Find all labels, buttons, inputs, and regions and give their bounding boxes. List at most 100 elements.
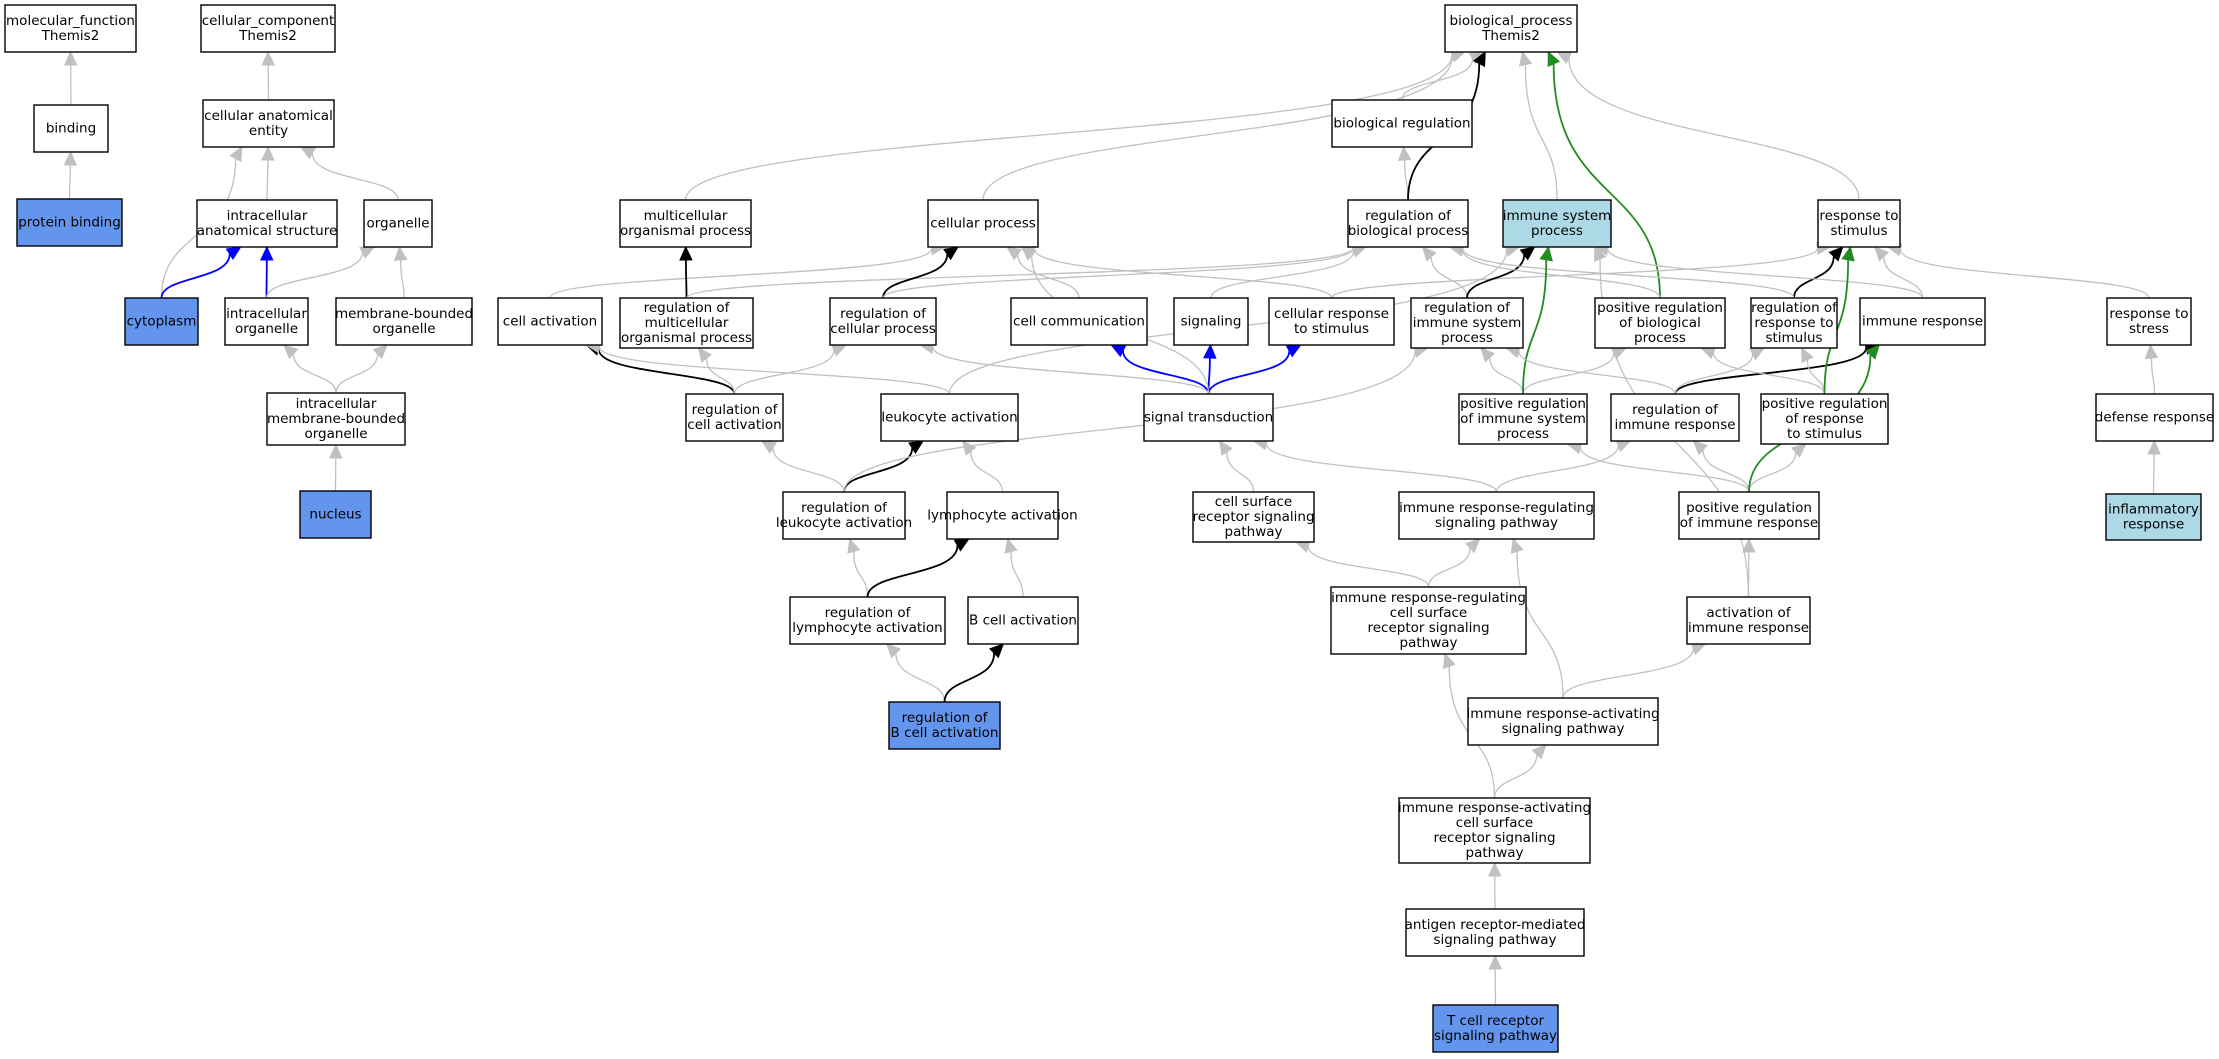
arrowhead-bca-to-lymph (1004, 537, 1018, 554)
node-label-roca-line-1: cell activation (687, 417, 781, 433)
arrowhead-rorts-to-rts (1828, 246, 1844, 262)
node-signaling[interactable]: signaling (1173, 297, 1249, 346)
arrowhead-prir-to-roir (1692, 440, 1709, 456)
node-label-prir-line-1: of immune response (1680, 515, 1818, 531)
node-binding[interactable]: binding (33, 104, 109, 153)
edge-romop-to-robp (685, 247, 1354, 299)
node-bioreg[interactable]: biological regulation (1331, 99, 1473, 148)
node-label-prbp-line-2: process (1634, 330, 1686, 346)
edge-roir-to-roisp (1518, 351, 1676, 395)
node-label-prbp-line-0: positive regulation (1597, 300, 1723, 316)
node-ir[interactable]: immune response (1859, 297, 1986, 346)
node-label-romop-line-1: multicellular (645, 315, 729, 331)
edge-robca-to-rolyma (895, 653, 946, 703)
edge-io-to-organelle (265, 252, 364, 299)
arrowhead-dr-to-rtstress (2144, 343, 2159, 360)
node-box-bca (967, 596, 1079, 645)
arrowhead-roca-to-romop (697, 347, 713, 363)
node-robca[interactable]: regulation ofB cell activation (888, 701, 1001, 750)
arrowhead-prrts-to-rorts (1801, 346, 1814, 364)
node-label-irrsp-line-1: signaling pathway (1435, 515, 1558, 531)
node-ca[interactable]: cell activation (497, 297, 603, 346)
node-label-aoir-line-1: immune response (1688, 620, 1809, 636)
node-box-rolyma (789, 596, 946, 645)
edge-rorts-to-robp (1462, 248, 1795, 299)
node-label-bca-line-0: B cell activation (969, 613, 1077, 629)
edge-ir-to-isp (1607, 248, 1924, 299)
node-lymph[interactable]: lymphocyte activation (927, 491, 1078, 540)
node-label-irasp-line-1: signaling pathway (1501, 721, 1624, 737)
node-label-imbo-line-1: membrane-bounded (267, 411, 405, 427)
node-la[interactable]: leukocyte activation (880, 393, 1019, 442)
node-label-prir-line-0: positive regulation (1686, 500, 1812, 516)
node-cc2[interactable]: cell communication (1010, 297, 1148, 346)
node-box-irrsp (1398, 491, 1595, 540)
edge-prir-to-prrts (1748, 452, 1797, 493)
node-label-mf-line-0: molecular_function (6, 13, 135, 29)
node-dr[interactable]: defense response (2095, 393, 2214, 442)
edge-organelle-to-cae (311, 153, 399, 201)
arrowhead-prisp-to-roisp (1480, 347, 1496, 363)
node-box-romop (619, 297, 754, 349)
node-label-rola-line-1: leukocyte activation (776, 515, 912, 531)
edge-irrcs-to-csrsp (1307, 546, 1430, 588)
arrowhead-iracs-to-irasp (1531, 744, 1547, 760)
node-label-csrsp-line-1: receptor signaling (1192, 509, 1314, 525)
node-nucleus[interactable]: nucleus (299, 490, 372, 539)
node-label-bioreg-line-0: biological regulation (1333, 116, 1470, 132)
node-label-roisp-line-0: regulation of (1424, 300, 1511, 316)
arrowhead-irasp-to-irrsp (1510, 537, 1524, 554)
node-bca[interactable]: B cell activation (967, 596, 1079, 645)
edge-imbo-to-mbo (335, 353, 379, 394)
node-label-rorts-line-1: response to (1754, 315, 1833, 331)
edge-cc2-to-cp (1016, 254, 1080, 299)
arrowhead-roisp-to-isp (1519, 246, 1536, 261)
arrowhead-prisp-to-isp (1539, 245, 1553, 262)
node-st[interactable]: signal transduction (1143, 393, 1274, 442)
edge-prrts-to-prbp (1712, 352, 1826, 395)
edge-prisp-to-prbp (1522, 353, 1615, 395)
node-label-imbo-line-2: organelle (304, 426, 367, 442)
node-label-rola-line-0: regulation of (801, 500, 888, 516)
node-cytoplasm[interactable]: cytoplasm (124, 297, 199, 346)
node-organelle[interactable]: organelle (363, 199, 433, 248)
node-cp[interactable]: cellular process (927, 199, 1039, 248)
node-protein_binding[interactable]: protein binding (16, 198, 123, 247)
node-box-st (1143, 393, 1274, 442)
